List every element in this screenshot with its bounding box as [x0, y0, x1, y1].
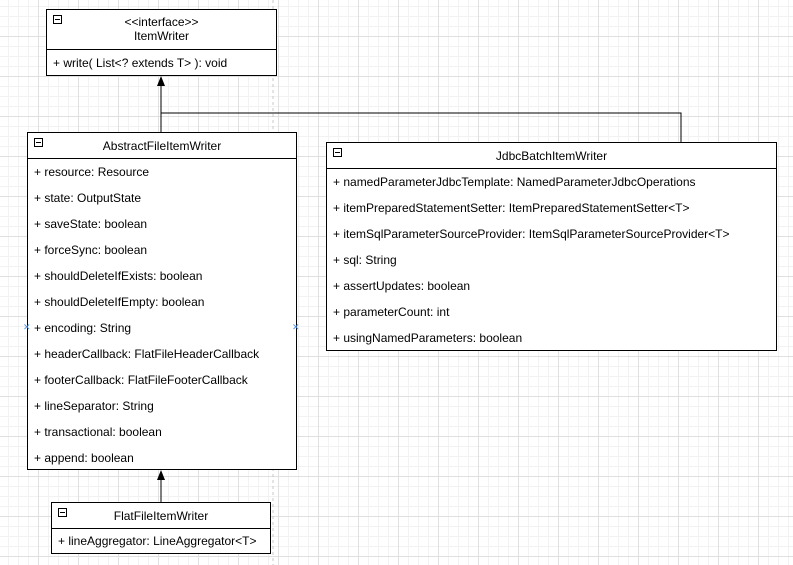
flat-file-item-writer-box[interactable]: FlatFileItemWriter + lineAggregator: Lin…	[51, 502, 271, 554]
collapse-icon[interactable]	[53, 15, 62, 24]
attribute-row[interactable]: + transactional: boolean	[34, 425, 162, 439]
attribute-row[interactable]: + usingNamedParameters: boolean	[333, 331, 523, 345]
abstract-file-item-writer-attributes: + resource: Resource + state: OutputStat…	[28, 159, 296, 471]
collapse-icon[interactable]	[58, 508, 67, 517]
collapse-icon[interactable]	[34, 138, 43, 147]
attribute-row[interactable]: + saveState: boolean	[34, 217, 148, 231]
method-row[interactable]: + write( List<? extends T> ): void	[53, 56, 228, 70]
flat-file-item-writer-attributes: + lineAggregator: LineAggregator<T>	[52, 529, 270, 553]
item-writer-header: <<interface>> ItemWriter	[47, 10, 276, 50]
attribute-row[interactable]: + lineSeparator: String	[34, 399, 154, 413]
jdbc-batch-item-writer-title: JdbcBatchItemWriter	[495, 149, 608, 163]
item-writer-stereotype: <<interface>>	[124, 15, 199, 29]
abstract-file-item-writer-title: AbstractFileItemWriter	[102, 139, 222, 153]
arrow-head-abstract	[157, 470, 165, 480]
attribute-row[interactable]: + sql: String	[333, 253, 397, 267]
inheritance-line-jdbc[interactable]	[161, 112, 682, 142]
attribute-row[interactable]: + resource: Resource	[34, 165, 150, 179]
attribute-row[interactable]: + encoding: String	[34, 321, 132, 335]
attribute-row[interactable]: + footerCallback: FlatFileFooterCallback	[34, 373, 248, 387]
arrow-head-itemwriter	[157, 76, 165, 86]
jdbc-batch-item-writer-header: JdbcBatchItemWriter	[327, 143, 776, 169]
attribute-row[interactable]: + append: boolean	[34, 451, 134, 465]
attribute-row[interactable]: + shouldDeleteIfEmpty: boolean	[34, 295, 205, 309]
attribute-row[interactable]: + state: OutputState	[34, 191, 142, 205]
flat-file-item-writer-title: FlatFileItemWriter	[113, 509, 209, 523]
attribute-row[interactable]: + lineAggregator: LineAggregator<T>	[58, 534, 257, 548]
abstract-file-item-writer-box[interactable]: AbstractFileItemWriter + resource: Resou…	[27, 132, 297, 470]
flat-file-item-writer-header: FlatFileItemWriter	[52, 503, 270, 529]
jdbc-batch-item-writer-attributes: + namedParameterJdbcTemplate: NamedParam…	[327, 169, 776, 351]
attribute-row[interactable]: + shouldDeleteIfExists: boolean	[34, 269, 203, 283]
collapse-icon[interactable]	[333, 148, 342, 157]
abstract-file-item-writer-header: AbstractFileItemWriter	[28, 133, 296, 159]
attribute-row[interactable]: + assertUpdates: boolean	[333, 279, 471, 293]
item-writer-methods: + write( List<? extends T> ): void	[47, 50, 276, 76]
attribute-row[interactable]: + itemPreparedStatementSetter: ItemPrepa…	[333, 201, 690, 215]
item-writer-box[interactable]: <<interface>> ItemWriter + write( List<?…	[46, 9, 277, 76]
attribute-row[interactable]: + headerCallback: FlatFileHeaderCallback	[34, 347, 260, 361]
item-writer-title: ItemWriter	[133, 29, 190, 43]
attribute-row[interactable]: + parameterCount: int	[333, 305, 450, 319]
connection-handle-left[interactable]: ✕	[23, 322, 31, 332]
attribute-row[interactable]: + itemSqlParameterSourceProvider: ItemSq…	[333, 227, 730, 241]
attribute-row[interactable]: + namedParameterJdbcTemplate: NamedParam…	[333, 175, 696, 189]
connection-handle-right[interactable]: ✕	[292, 322, 300, 332]
attribute-row[interactable]: + forceSync: boolean	[34, 243, 148, 257]
jdbc-batch-item-writer-box[interactable]: JdbcBatchItemWriter + namedParameterJdbc…	[326, 142, 777, 351]
